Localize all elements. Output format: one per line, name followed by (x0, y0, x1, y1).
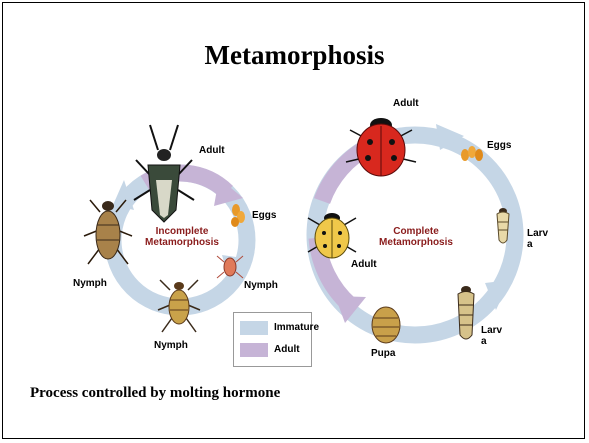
label-eggs-incomplete: Eggs (252, 210, 276, 221)
legend-swatch-adult (240, 343, 268, 357)
pupa-illustration (372, 307, 400, 343)
label-eggs-complete: Eggs (487, 140, 511, 151)
label-adult-incomplete: Adult (199, 145, 225, 156)
label-larva-2: Larv a (481, 325, 502, 347)
label-larva-2-line2: a (481, 336, 502, 347)
label-larva-1-line2: a (527, 239, 548, 250)
incomplete-label-line2: Metamorphosis (128, 237, 236, 248)
label-nymph-left: Nymph (73, 278, 107, 289)
incomplete-metamorphosis-label: Incomplete Metamorphosis (128, 226, 236, 248)
incomplete-label-line1: Incomplete (128, 226, 236, 237)
legend: Immature Adult (233, 312, 312, 367)
complete-metamorphosis-label: Complete Metamorphosis (362, 226, 470, 248)
label-nymph-right: Nymph (244, 280, 278, 291)
complete-label-line1: Complete (362, 226, 470, 237)
label-larva-1-line1: Larv (527, 228, 548, 239)
label-larva-1: Larv a (527, 228, 548, 250)
larva-illustration-2 (458, 286, 474, 339)
legend-label-immature: Immature (274, 322, 319, 333)
legend-swatch-immature (240, 321, 268, 335)
label-larva-2-line1: Larv (481, 325, 502, 336)
label-adult-complete-left: Adult (351, 259, 377, 270)
complete-label-line2: Metamorphosis (362, 237, 470, 248)
label-adult-complete-top: Adult (393, 98, 419, 109)
larva-illustration-1 (497, 208, 509, 243)
legend-label-adult: Adult (274, 344, 300, 355)
footer-caption: Process controlled by molting hormone (30, 385, 280, 402)
label-nymph-bottom: Nymph (154, 340, 188, 351)
label-pupa: Pupa (371, 348, 395, 359)
